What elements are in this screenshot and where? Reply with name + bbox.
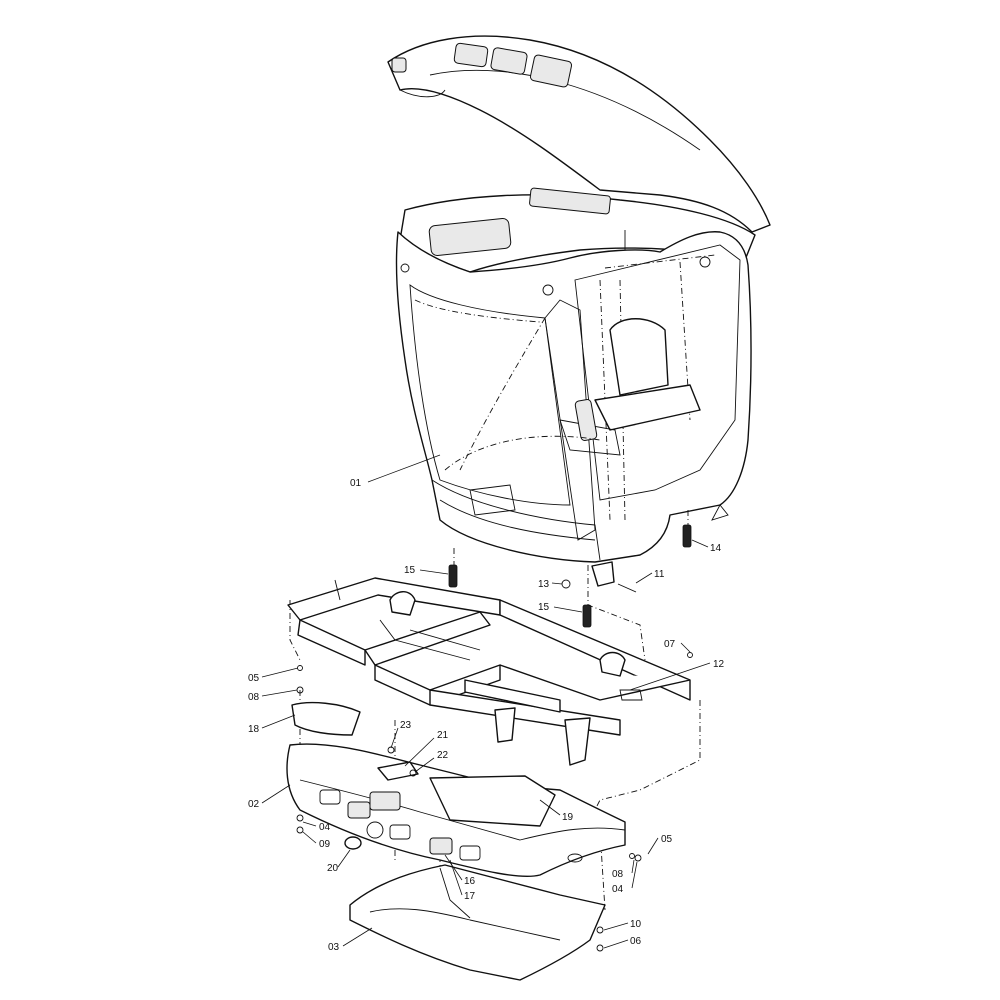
callout-16: 16 xyxy=(464,876,476,887)
callout-05a: 05 xyxy=(248,673,260,684)
callout-15b: 15 xyxy=(538,602,550,613)
spring-15-left xyxy=(448,564,458,588)
callout-18: 18 xyxy=(248,724,260,735)
callout-13: 13 xyxy=(538,579,550,590)
callout-leaders xyxy=(261,454,711,949)
mount-bracket xyxy=(561,561,637,593)
callout-20: 20 xyxy=(327,863,339,874)
callout-04a: 04 xyxy=(319,822,331,833)
spring-15-right xyxy=(582,604,592,628)
callout-08a: 08 xyxy=(248,692,260,703)
cab-assembly xyxy=(387,35,771,563)
callout-22: 22 xyxy=(437,750,449,761)
subframe-assembly xyxy=(287,577,691,766)
lower-underpan xyxy=(349,864,606,981)
callout-labels: 01 14 15 13 11 15 07 12 05 08 18 23 21 2… xyxy=(248,478,725,953)
callout-08b: 08 xyxy=(612,869,624,880)
callout-09: 09 xyxy=(319,839,331,850)
callout-15a: 15 xyxy=(404,565,416,576)
spring-14 xyxy=(682,524,692,548)
callout-06: 06 xyxy=(630,936,642,947)
callout-05b: 05 xyxy=(661,834,673,845)
callout-11: 11 xyxy=(654,569,665,580)
callout-04b: 04 xyxy=(612,884,624,895)
callout-14: 14 xyxy=(710,543,722,554)
front-hood-panel xyxy=(286,701,626,878)
callout-10: 10 xyxy=(630,919,642,930)
callout-01: 01 xyxy=(350,478,362,489)
fasteners xyxy=(296,652,693,952)
callout-17: 17 xyxy=(464,891,476,902)
callout-03: 03 xyxy=(328,942,340,953)
callout-02: 02 xyxy=(248,799,260,810)
callout-19: 19 xyxy=(562,812,574,823)
callout-07: 07 xyxy=(664,639,676,650)
callout-21: 21 xyxy=(437,730,449,741)
callout-23: 23 xyxy=(400,720,412,731)
callout-12: 12 xyxy=(713,659,725,670)
